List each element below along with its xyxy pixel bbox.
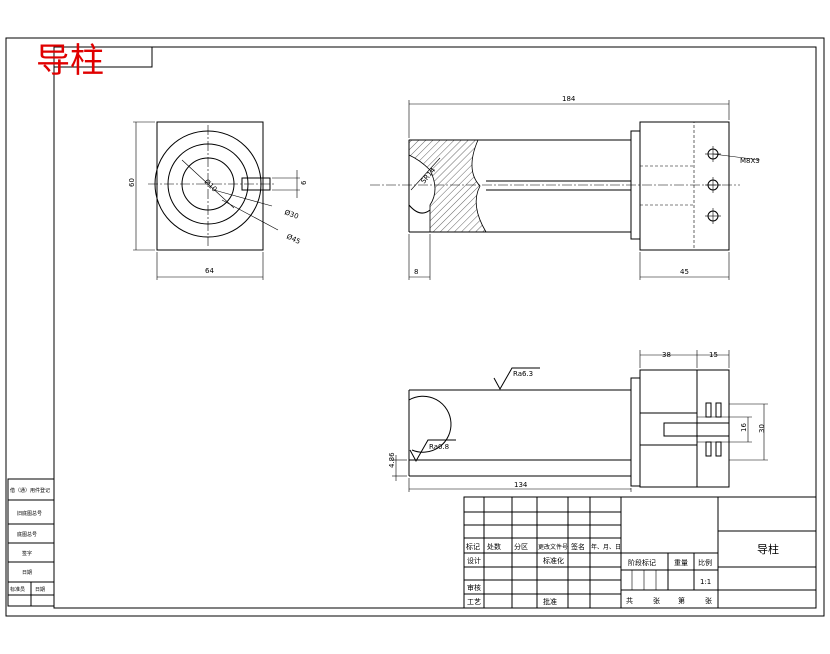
dim-width-64: 64 bbox=[205, 267, 214, 275]
dim-len-15: 15 bbox=[709, 351, 718, 359]
tb-sheet-no: 第 bbox=[678, 596, 685, 605]
dim-len-134: 134 bbox=[514, 481, 528, 489]
dim-dia-45: Ø45 bbox=[285, 233, 301, 246]
stamp-title: 导柱 bbox=[36, 41, 104, 81]
dim-len-38: 38 bbox=[662, 351, 671, 359]
tb-hdr-sign: 签名 bbox=[571, 542, 585, 551]
title-block bbox=[463, 496, 817, 609]
surface-roughness-side: Ra0.8 bbox=[429, 443, 449, 451]
left-row1: 借（通）用件登记 bbox=[10, 487, 50, 494]
tb-sheets: 张 bbox=[653, 596, 660, 605]
dim-step-486: 4.86 bbox=[388, 452, 396, 468]
tb-sheet: 张 bbox=[705, 596, 712, 605]
dim-key-6: 6 bbox=[300, 180, 308, 185]
dim-height-60: 60 bbox=[128, 178, 136, 187]
tb-total: 共 bbox=[626, 596, 633, 605]
drawing-border bbox=[5, 37, 825, 617]
dim-length-184: 184 bbox=[562, 95, 576, 103]
left-row2: 旧底图总号 bbox=[17, 510, 42, 517]
tb-hdr-zone: 分区 bbox=[514, 542, 528, 551]
left-row5: 日期 bbox=[22, 570, 32, 576]
surface-roughness-top: Ra6.3 bbox=[513, 370, 533, 378]
dim-hole-m8: M8X3 bbox=[740, 157, 760, 165]
tb-standardize: 标准化 bbox=[543, 556, 564, 565]
tb-hdr-count: 处数 bbox=[487, 542, 501, 551]
tb-part-name: 导柱 bbox=[757, 542, 779, 556]
dim-offset-8: 8 bbox=[414, 268, 418, 276]
tb-design: 设计 bbox=[467, 556, 481, 565]
tb-process: 工艺 bbox=[467, 598, 481, 606]
left-record-block bbox=[7, 478, 55, 607]
front-section-view bbox=[370, 100, 761, 280]
tb-scale: 比例 bbox=[698, 558, 712, 567]
dim-width-30: 30 bbox=[758, 424, 766, 433]
dim-tail-45: 45 bbox=[680, 268, 689, 276]
left-row6b: 日期 bbox=[35, 587, 45, 593]
end-view bbox=[133, 121, 300, 280]
left-row3: 底图总号 bbox=[17, 531, 37, 538]
tb-stage-mark: 阶段标记 bbox=[628, 558, 656, 567]
left-row6a: 标准员 bbox=[10, 586, 25, 593]
tb-hdr-docno: 更改文件号 bbox=[538, 543, 568, 551]
top-view bbox=[392, 350, 768, 492]
tb-approve: 批准 bbox=[543, 597, 557, 606]
dim-slot-16: 16 bbox=[740, 423, 748, 432]
tb-scale-value: 1:1 bbox=[700, 578, 711, 586]
left-row4: 签字 bbox=[22, 550, 32, 557]
tb-hdr-mark: 标记 bbox=[466, 542, 480, 551]
dim-dia-30: Ø30 bbox=[283, 208, 299, 220]
tb-review: 审核 bbox=[467, 583, 481, 592]
tb-hdr-date: 年、月、日 bbox=[591, 543, 621, 551]
tb-weight: 重量 bbox=[674, 559, 688, 567]
